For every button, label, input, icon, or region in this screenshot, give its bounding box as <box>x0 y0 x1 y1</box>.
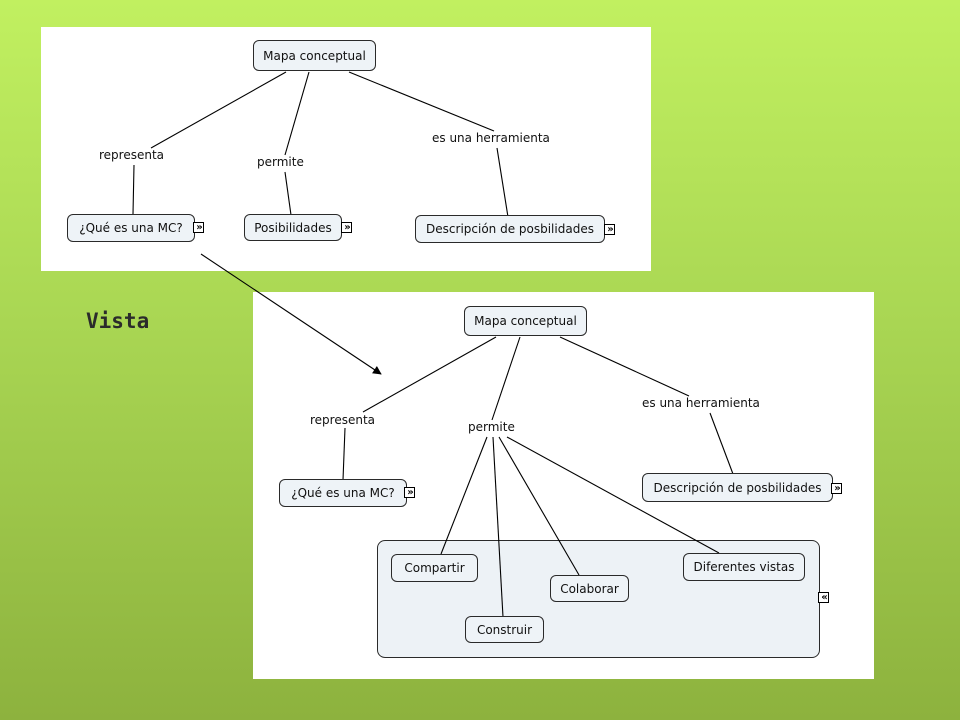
top-concept-posibilidades[interactable]: Posibilidades <box>244 214 342 241</box>
top-link-herramienta: es una herramienta <box>432 131 550 145</box>
group-item-colaborar[interactable]: Colaborar <box>550 575 629 602</box>
bottom-concept-que-es[interactable]: ¿Qué es una MC? <box>279 479 407 507</box>
bottom-link-herramienta: es una herramienta <box>642 396 760 410</box>
group-item-construir[interactable]: Construir <box>465 616 544 643</box>
top-link-representa: representa <box>99 148 165 162</box>
bottom-link-representa: representa <box>310 413 376 427</box>
bottom-root-node[interactable]: Mapa conceptual <box>464 306 587 336</box>
bottom-link-permite: permite <box>468 420 515 434</box>
expand-icon[interactable]: » <box>193 222 204 233</box>
expand-icon[interactable]: » <box>404 487 415 498</box>
expand-icon[interactable]: » <box>831 483 842 494</box>
vista-label: Vista <box>86 309 150 333</box>
group-item-diferentes-vistas[interactable]: Diferentes vistas <box>683 553 805 581</box>
collapse-icon[interactable]: « <box>818 592 829 603</box>
top-concept-que-es[interactable]: ¿Qué es una MC? <box>67 214 195 242</box>
expand-icon[interactable]: » <box>341 222 352 233</box>
expand-icon[interactable]: » <box>604 224 615 235</box>
group-item-compartir[interactable]: Compartir <box>391 554 478 582</box>
top-root-node[interactable]: Mapa conceptual <box>253 40 376 71</box>
top-link-permite: permite <box>257 155 304 169</box>
top-concept-descripcion[interactable]: Descripción de posbilidades <box>415 215 605 243</box>
bottom-concept-descripcion[interactable]: Descripción de posbilidades <box>642 473 833 502</box>
